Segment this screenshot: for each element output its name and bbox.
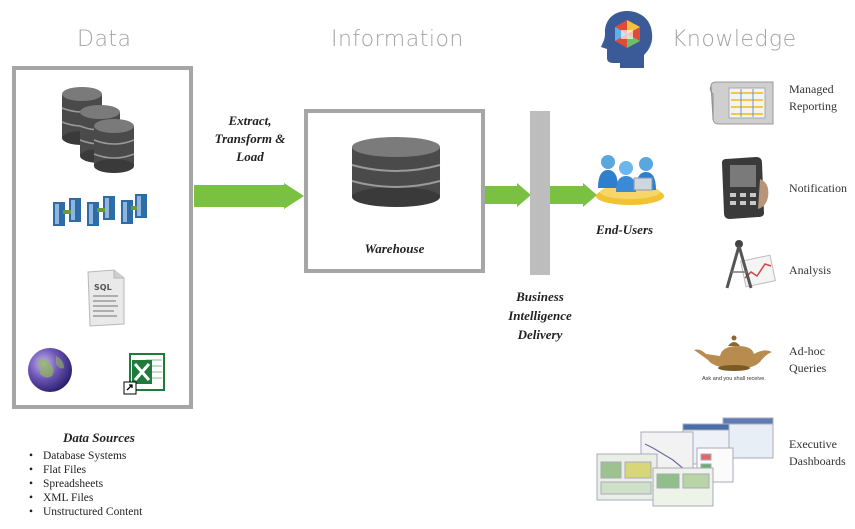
warehouse-label: Warehouse	[364, 241, 425, 256]
warehouse-box: Warehouse	[304, 109, 485, 273]
etl-arrow	[194, 183, 304, 209]
list-item: XML Files	[29, 491, 142, 505]
end-users-label: End-Users	[596, 222, 654, 237]
excel-icon	[123, 353, 165, 395]
handheld-device-icon	[722, 157, 769, 219]
lamp-caption: Ask and you shall receive.	[702, 376, 766, 382]
globe-icon	[28, 348, 72, 392]
output-label-ad-hoc-queries: Ad-hoc Queries	[789, 343, 847, 377]
report-icon	[709, 81, 774, 125]
warehouse-database-icon	[351, 137, 441, 207]
list-item: Database Systems	[29, 449, 142, 463]
output-label-text: Executive Dashboards	[789, 437, 846, 468]
output-label-text: Analysis	[789, 263, 831, 277]
list-item: Flat Files	[29, 463, 142, 477]
output-label-managed-reporting: Managed Reporting	[789, 81, 853, 115]
dashboards-icon	[596, 417, 774, 507]
list-item: Unstructured Content	[29, 505, 142, 519]
sql-document-icon: SQL	[87, 269, 125, 327]
warehouse-to-bi-arrow	[485, 183, 531, 207]
sql-doc-text: SQL	[94, 283, 112, 292]
heading-knowledge: Knowledge	[672, 27, 797, 52]
bi-to-users-arrow	[549, 183, 597, 207]
bi-delivery-label: Business Intelligence Delivery	[508, 289, 572, 342]
database-stack-icon	[61, 87, 135, 173]
data-sources-title: Data Sources	[63, 430, 135, 445]
bi-delivery-bar	[530, 111, 550, 275]
knowledge-head-icon	[601, 11, 653, 68]
output-label-text: Ad-hoc Queries	[789, 344, 827, 375]
flat-files-network-icon	[53, 194, 147, 226]
output-label-notification: Notification	[789, 180, 855, 197]
list-item: Spreadsheets	[29, 477, 142, 491]
data-sources-list: Database Systems Flat Files Spreadsheets…	[29, 449, 142, 519]
output-label-executive-dashboards: Executive Dashboards	[789, 436, 853, 470]
magic-lamp-icon: Ask and you shall receive.	[694, 335, 772, 382]
data-sources-box: SQL	[12, 66, 193, 409]
heading-information: Information	[331, 27, 464, 52]
end-users-icon	[596, 155, 664, 205]
etl-label: Extract, Transform & Load	[214, 113, 286, 164]
output-label-text: Notification	[789, 181, 847, 195]
output-label-text: Managed Reporting	[789, 82, 837, 113]
output-label-analysis: Analysis	[789, 262, 849, 279]
compass-chart-icon	[725, 240, 776, 289]
heading-data: Data	[77, 27, 132, 52]
